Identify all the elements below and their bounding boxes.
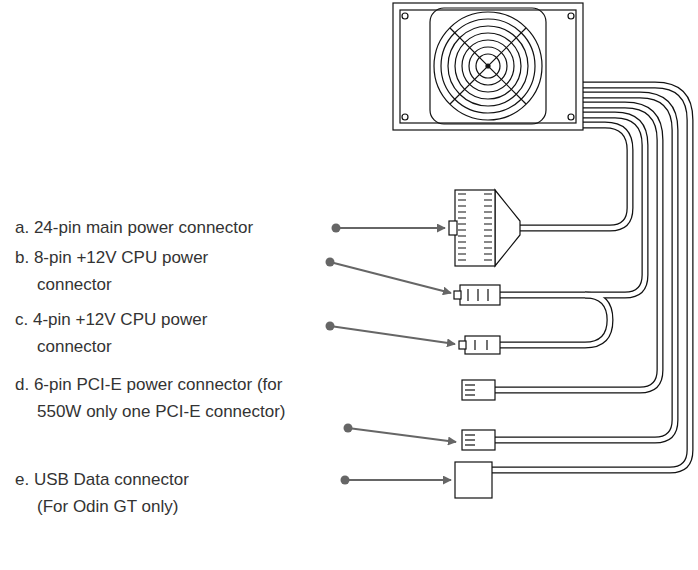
cable (500, 295, 610, 345)
fan-grill (430, 8, 546, 124)
leader-line (345, 479, 451, 481)
fan-grill (486, 64, 490, 68)
cable (492, 85, 690, 470)
callout-label: e. USB Data connector (For Odin GT only) (15, 466, 220, 520)
connector-8pin (460, 285, 500, 305)
connector-4pin (459, 336, 500, 354)
cable-fill (500, 115, 645, 295)
connector-pcie (465, 434, 475, 435)
fan-grill (450, 28, 526, 104)
connector-pcie (462, 380, 495, 400)
connector-8pin (454, 285, 500, 305)
connector-4pin (474, 340, 475, 350)
fan-grill (430, 8, 546, 124)
connector-4pin (465, 336, 500, 354)
cable (500, 115, 645, 295)
connector-pcie (465, 389, 475, 390)
callout-label: a. 24-pin main power connector (15, 214, 333, 241)
connector-8pin (477, 289, 478, 301)
leader-line (326, 224, 457, 485)
connector-4pin (459, 341, 466, 349)
connector-pcie (462, 430, 495, 450)
connector-24pin (449, 190, 520, 266)
leader-line (348, 428, 456, 442)
fan-grill (448, 26, 528, 106)
leader-line (330, 262, 451, 293)
psu-box (402, 13, 408, 19)
connector-24pin (495, 190, 520, 266)
callout-label: d. 6-pin PCI-E power connector (for 550W… (15, 371, 315, 425)
connector-pcie (465, 439, 475, 440)
psu-box (400, 10, 576, 123)
connector-4pin (486, 340, 487, 350)
cable-fill (492, 85, 690, 470)
cable-fill (520, 125, 630, 228)
connector-8pin (487, 289, 488, 301)
cable-fill (495, 95, 675, 440)
leader-line (336, 227, 445, 229)
cable (495, 95, 675, 440)
fan-grill (441, 19, 535, 113)
connector-pcie (465, 394, 475, 395)
connector-pcie (465, 384, 475, 385)
psu-box (402, 114, 408, 120)
cable (492, 85, 690, 470)
cable-fill (495, 105, 660, 390)
leader-line (330, 326, 455, 344)
psu-box (393, 3, 583, 130)
connector-24pin (449, 221, 457, 235)
psu-box (568, 13, 574, 19)
callout-label: c. 4-pin +12V CPU power connector (15, 306, 265, 360)
callout-label: b. 8-pin +12V CPU power connector (15, 244, 265, 298)
usb-connector (455, 462, 492, 498)
connector-24pin (455, 190, 495, 266)
psu-box (393, 3, 583, 130)
connector-pcie (465, 444, 475, 445)
fan-grill (450, 28, 526, 104)
usb-connector (455, 462, 492, 498)
cable (495, 105, 660, 390)
connector-8pin (467, 289, 468, 301)
cable (520, 125, 630, 228)
cable-fill (500, 295, 610, 345)
fan-grill (434, 12, 542, 120)
cable-fill (492, 85, 690, 470)
connector-24pin (458, 194, 492, 260)
connector-8pin (454, 291, 461, 299)
psu-box (568, 114, 574, 120)
connector-pcie (462, 380, 495, 450)
